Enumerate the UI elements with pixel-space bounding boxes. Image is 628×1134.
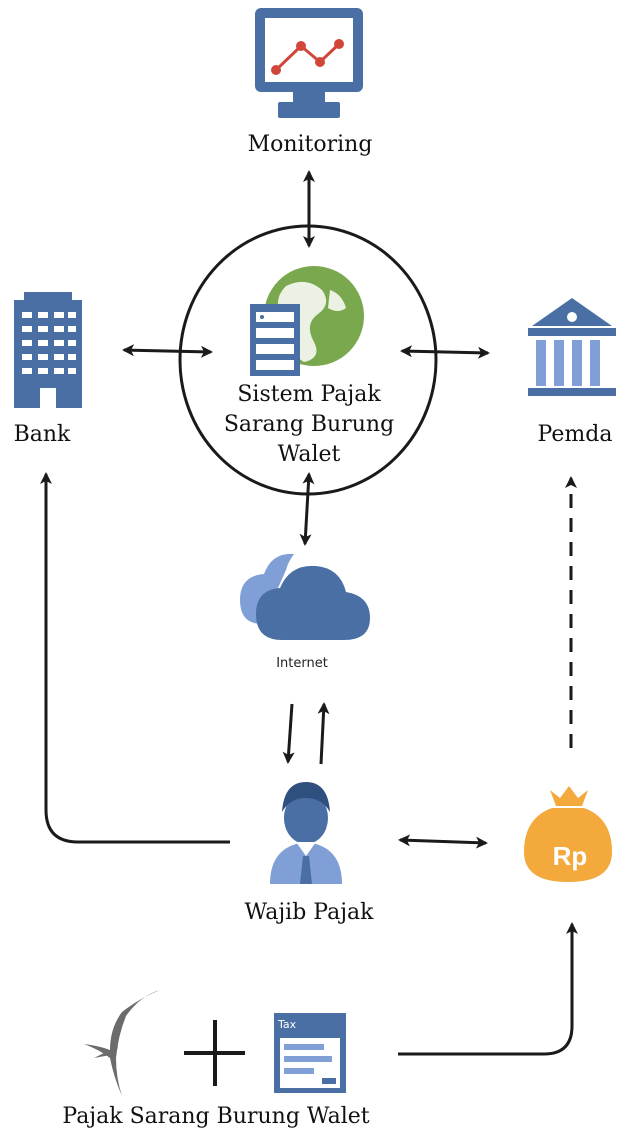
system-internet-arrow — [299, 472, 315, 546]
monitoring-label: Monitoring — [248, 132, 373, 157]
system-pemda-arrow — [400, 345, 490, 359]
taxpayer-money-arrow — [398, 834, 488, 849]
tax-form-label: Tax — [277, 1018, 297, 1031]
bank-label: Bank — [14, 422, 71, 447]
taxpayer-bank-arrow — [40, 472, 230, 844]
server-globe-icon — [250, 266, 364, 376]
money-bag-icon: Rp — [524, 786, 612, 882]
source-label: Pajak Sarang Burung Walet — [62, 1104, 369, 1129]
bank-system-arrow — [122, 344, 213, 358]
wajib-pajak-label: Wajib Pajak — [245, 900, 375, 925]
government-building-icon — [528, 298, 616, 396]
plus-icon — [184, 1020, 245, 1086]
system-label-line3: Walet — [278, 442, 341, 467]
office-building-icon — [14, 292, 82, 408]
swallow-bird-icon — [84, 990, 160, 1096]
currency-label: Rp — [553, 841, 588, 871]
person-icon — [270, 782, 342, 884]
tax-form-icon: Tax — [274, 1013, 346, 1093]
taxpayer-to-internet-arrow — [317, 702, 330, 765]
monitor-chart-icon — [255, 8, 363, 118]
internet-label: Internet — [276, 656, 328, 671]
system-label-line2: Sarang Burung — [224, 412, 394, 437]
pemda-label: Pemda — [538, 422, 613, 447]
cloud-icon — [240, 553, 370, 640]
internet-to-taxpayer-arrow — [282, 703, 295, 764]
system-label-line1: Sistem Pajak — [237, 382, 381, 407]
source-money-arrow — [398, 922, 578, 1056]
